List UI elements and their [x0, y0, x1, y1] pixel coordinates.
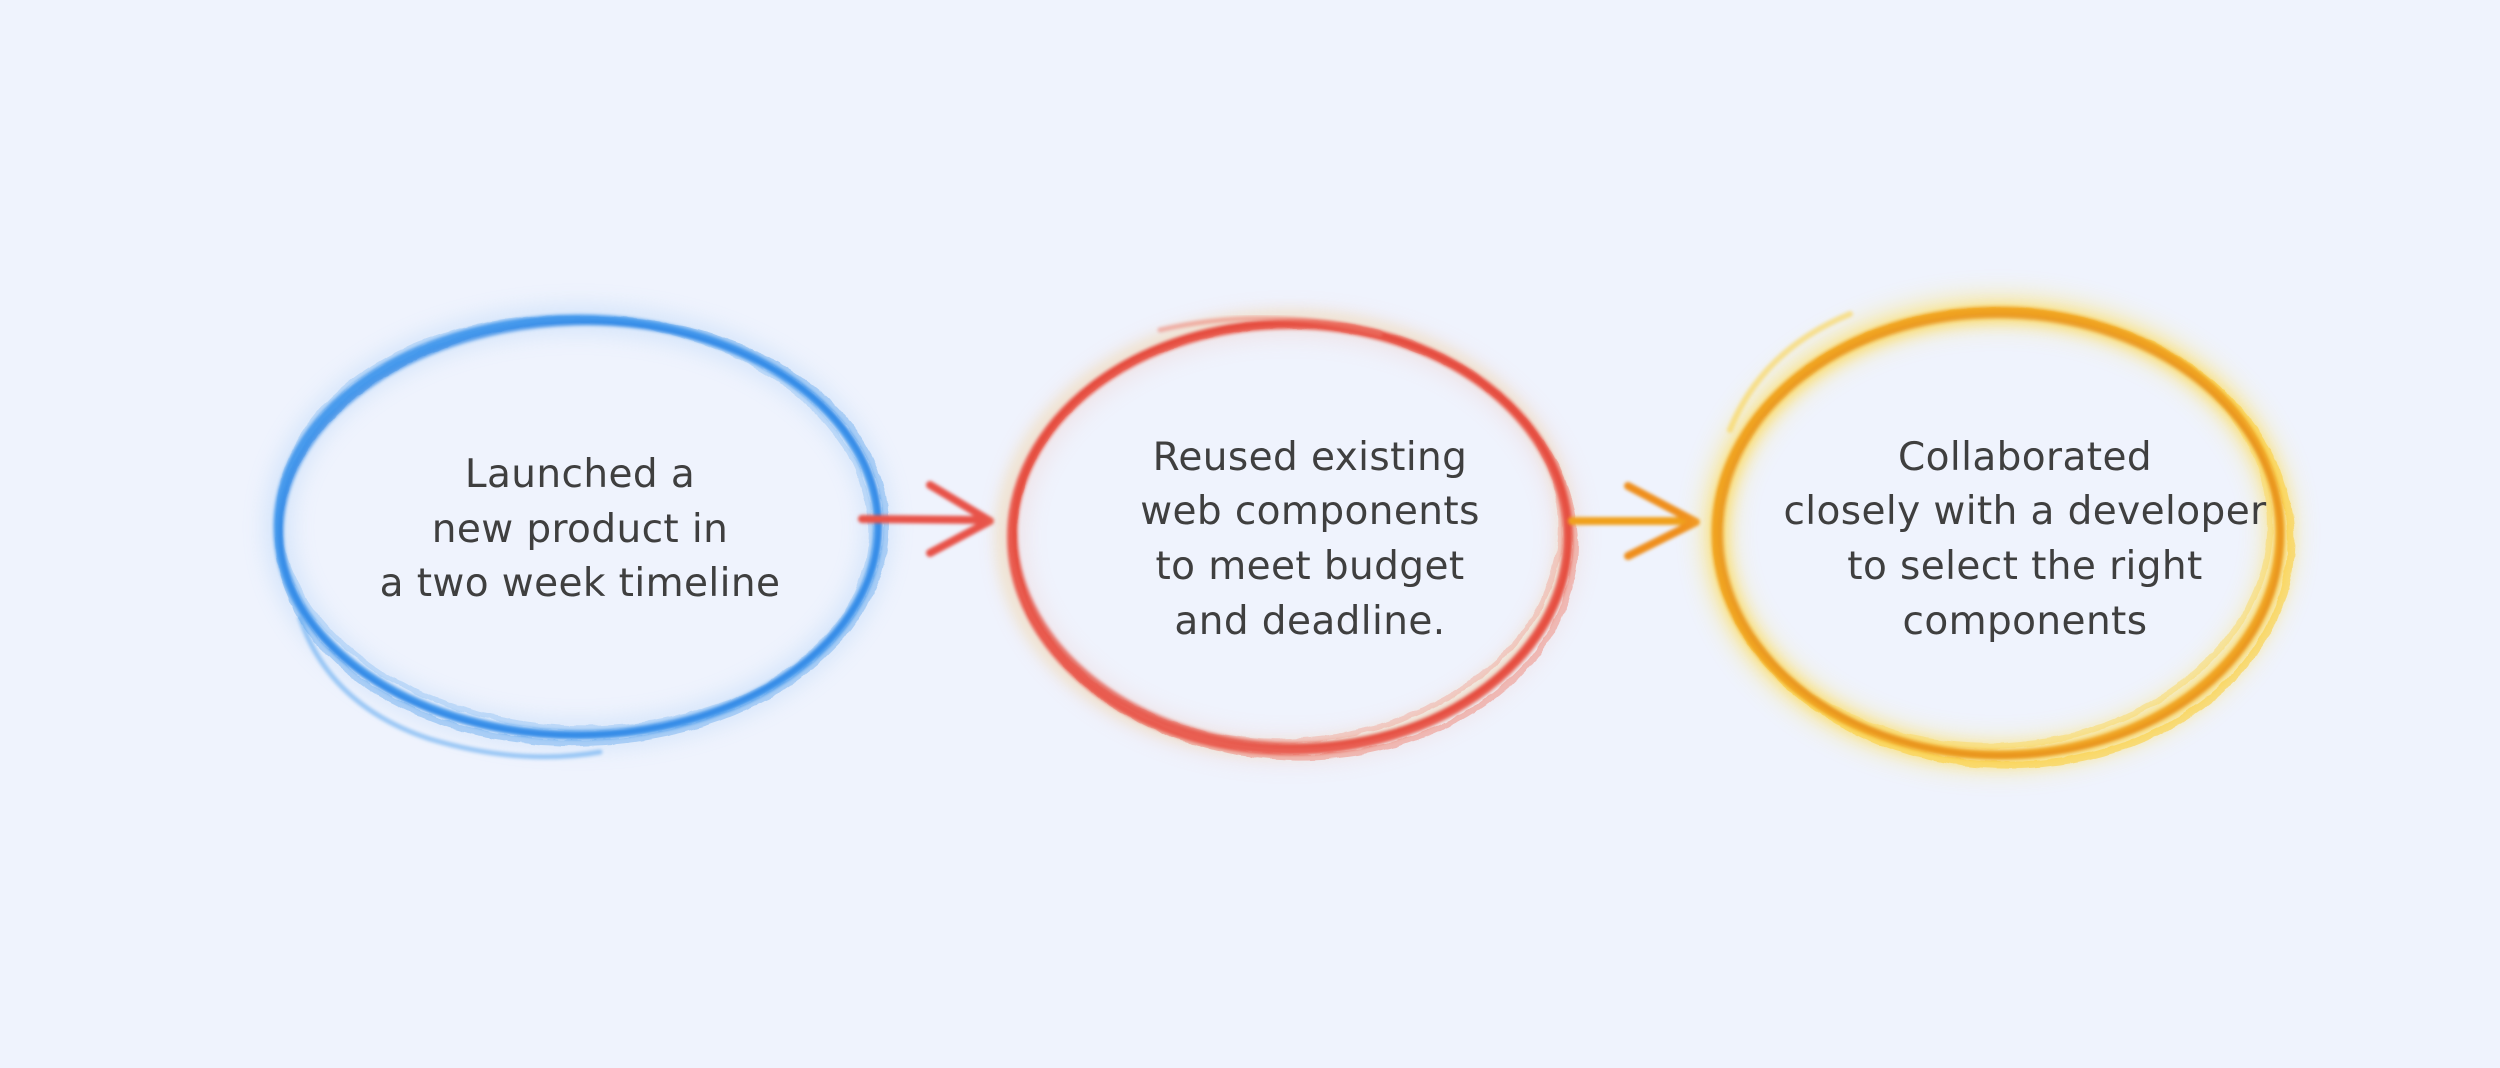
- node-ellipse-blue[interactable]: [269, 303, 894, 760]
- arrow-connector-1: [858, 481, 994, 557]
- arrow-connector-2: [1568, 482, 1700, 560]
- node-ellipse-yellow[interactable]: [1704, 298, 2299, 775]
- node-ellipse-red[interactable]: [995, 307, 1583, 766]
